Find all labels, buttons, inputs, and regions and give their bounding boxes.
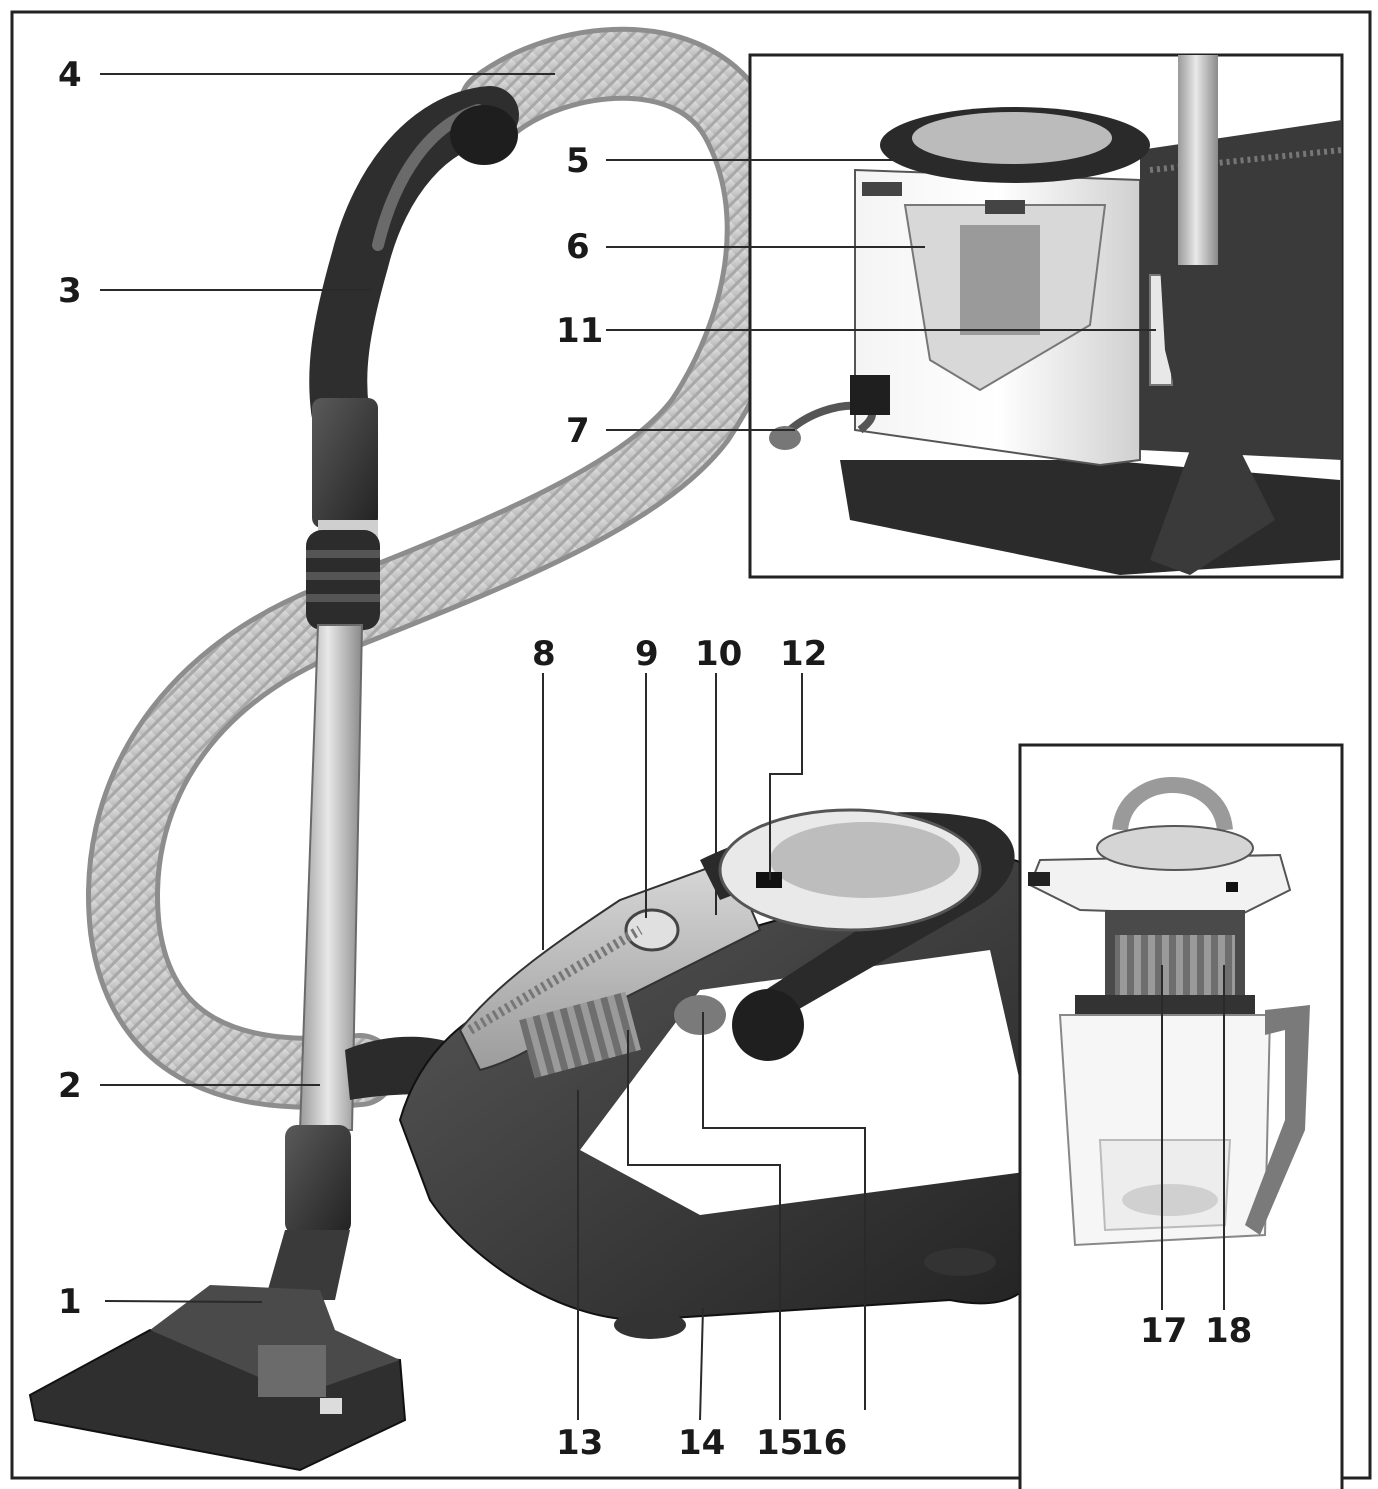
leader-14 [699, 1307, 704, 1421]
callout-14: 14 [678, 1423, 725, 1463]
callout-2: 2 [58, 1066, 82, 1106]
callout-9: 9 [635, 634, 659, 674]
callout-15: 15 [756, 1423, 803, 1463]
callout-6: 6 [566, 227, 590, 267]
telescopic-tube [298, 624, 364, 1131]
inset-bin-detail [748, 53, 1344, 579]
leader-12 [769, 673, 803, 880]
outer-frame [10, 10, 1372, 1480]
main-vacuum-illustration [28, 26, 1054, 1472]
callout-10: 10 [695, 634, 742, 674]
leader-1 [104, 1300, 263, 1303]
callout-13: 13 [556, 1423, 603, 1463]
callout-11: 11 [556, 311, 603, 351]
leader-15 [627, 1030, 781, 1420]
callout-3: 3 [58, 271, 82, 311]
callout-1: 1 [58, 1282, 82, 1322]
callout-7: 7 [566, 411, 590, 451]
callout-16: 16 [800, 1423, 847, 1463]
callout-5: 5 [566, 141, 590, 181]
callout-labels: 1 2 3 4 5 6 7 8 9 10 11 12 13 14 15 16 1… [58, 55, 1252, 1463]
leader-lines [100, 73, 1225, 1421]
callout-4: 4 [58, 55, 82, 95]
callout-18: 18 [1205, 1311, 1252, 1351]
callout-17: 17 [1140, 1311, 1187, 1351]
callout-8: 8 [532, 634, 556, 674]
inset-filter-container [1018, 743, 1344, 1489]
callout-12: 12 [780, 634, 827, 674]
leader-16 [702, 1012, 866, 1410]
